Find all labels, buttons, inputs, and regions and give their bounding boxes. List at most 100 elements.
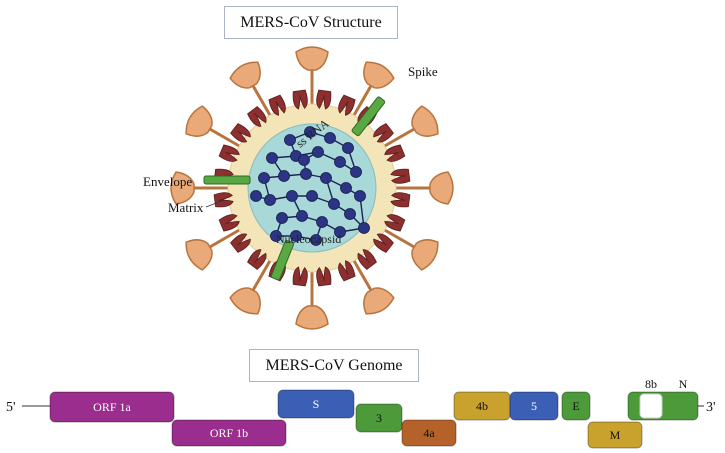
matrix-protein-shape <box>247 249 267 270</box>
nucleocapsid-protein <box>296 210 308 222</box>
gene-e: E <box>561 391 591 421</box>
matrix-protein <box>390 192 411 208</box>
spike-label: Spike <box>408 64 438 79</box>
nucleocapsid-protein <box>350 166 362 178</box>
nucleocapsid-protein <box>344 208 356 220</box>
gene-label: ORF 1b <box>210 426 248 440</box>
spike-stalk <box>380 127 415 150</box>
gene-label: 8b <box>645 377 657 391</box>
gene-block <box>355 403 403 433</box>
nucleocapsid-protein <box>258 172 270 184</box>
matrix-protein <box>316 266 332 287</box>
gene-label: N <box>679 377 688 391</box>
matrix-protein <box>316 89 332 110</box>
spike-head <box>411 239 439 271</box>
genome-title-text: MERS-CoV Genome <box>265 356 403 374</box>
nucleocapsid-protein <box>334 226 346 238</box>
nucleocapsid-protein <box>284 134 296 146</box>
gene-label: M <box>610 428 621 442</box>
gene-label: S <box>313 397 320 411</box>
spike-glycoprotein <box>185 105 244 150</box>
matrix-protein-shape <box>338 260 356 282</box>
spike-glycoprotein <box>170 171 232 205</box>
spike-stalk <box>251 85 274 120</box>
spike-glycoprotein <box>350 256 395 315</box>
matrix-protein <box>292 89 308 110</box>
spike-glycoprotein <box>295 46 329 108</box>
matrix-pointer <box>205 199 225 208</box>
matrix-protein <box>373 233 394 253</box>
matrix-protein <box>384 144 406 162</box>
nucleocapsid-protein <box>324 132 336 144</box>
nucleocapsid-protein <box>334 156 346 168</box>
matrix-protein <box>230 123 251 143</box>
matrix-protein <box>218 214 240 232</box>
matrix-protein-shape <box>230 233 251 253</box>
spike-head <box>185 105 213 137</box>
gene-label: 4b <box>476 399 488 413</box>
matrix-protein-shape <box>357 249 377 270</box>
matrix-protein-shape <box>268 94 286 116</box>
matrix-protein <box>268 94 286 116</box>
spike-glycoprotein <box>295 268 329 330</box>
gene-block <box>587 421 643 449</box>
matrix-label: Matrix <box>168 200 204 215</box>
matrix-protein <box>390 168 411 184</box>
matrix-protein-shape <box>390 192 411 208</box>
nucleocapsid-protein <box>340 182 352 194</box>
gene-block <box>277 389 355 419</box>
gene-m: M <box>587 421 643 449</box>
three-prime-label: 3' <box>706 400 716 415</box>
matrix-protein-shape <box>230 123 251 143</box>
spike-head <box>295 305 329 330</box>
envelope-protein-top <box>351 96 386 137</box>
matrix-protein <box>292 266 308 287</box>
matrix-protein-shape <box>373 123 394 143</box>
spike-head <box>170 171 195 205</box>
matrix-protein-shape <box>373 233 394 253</box>
matrix-protein <box>338 94 356 116</box>
nucleocapsid-protein <box>310 234 322 246</box>
matrix-protein-shape <box>292 266 308 287</box>
matrix-protein <box>357 249 377 270</box>
spike-head <box>295 46 329 71</box>
gene-block <box>509 391 559 421</box>
spike-glycoprotein <box>229 61 274 120</box>
gene-block <box>49 391 175 423</box>
structure-title-text: MERS-CoV Structure <box>240 13 382 31</box>
matrix-protein-shape <box>384 214 406 232</box>
nucleocapsid-protein <box>328 198 340 210</box>
spike-glycoprotein <box>380 105 439 150</box>
matrix-protein <box>218 144 240 162</box>
gene-label: ORF 1a <box>93 400 131 414</box>
matrix-protein <box>247 249 267 270</box>
spike-glycoprotein <box>185 226 244 271</box>
gene-4b: 4b <box>453 391 511 421</box>
matrix-protein-shape <box>384 144 406 162</box>
matrix-protein-shape <box>247 106 267 127</box>
gene-block <box>561 391 591 421</box>
gene-n: N <box>627 377 699 421</box>
matrix-protein-shape <box>338 94 356 116</box>
nucleocapsid-protein <box>266 152 278 164</box>
matrix-protein-shape <box>218 144 240 162</box>
gene-block <box>627 391 699 421</box>
matrix-protein <box>230 233 251 253</box>
envelope-protein-left <box>203 175 251 185</box>
spike-stalk <box>251 256 274 291</box>
gene-4a: 4a <box>401 419 457 447</box>
gene-orf-1b: ORF 1b <box>171 419 287 447</box>
spike-head <box>411 105 439 137</box>
nucleocapsid-protein <box>270 230 282 242</box>
nucleocapsid-protein <box>276 212 288 224</box>
nucleocapsid-protein <box>304 126 316 138</box>
structure-title: MERS-CoV Structure <box>224 6 398 39</box>
gene-block <box>639 393 663 419</box>
nucleocapsid-protein <box>264 194 276 206</box>
spike-stalk <box>380 226 415 249</box>
envelope-protein-bottom <box>270 240 295 281</box>
matrix-protein-shape <box>316 89 332 110</box>
spike-glycoprotein <box>229 256 274 315</box>
matrix-protein <box>373 123 394 143</box>
matrix-protein <box>247 106 267 127</box>
